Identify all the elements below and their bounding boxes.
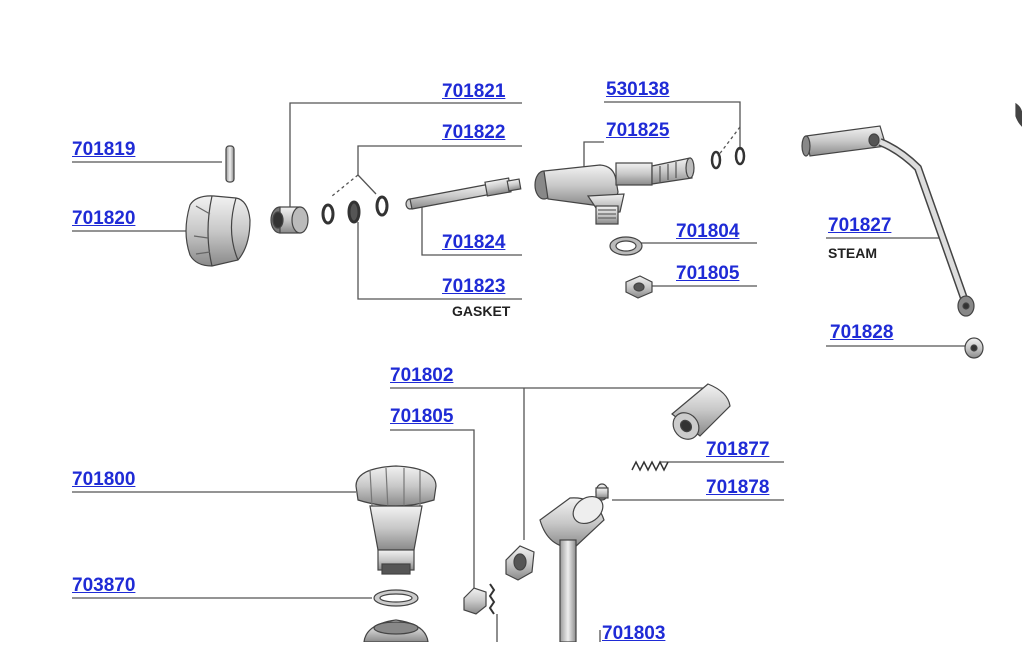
leader-701823 bbox=[357, 222, 522, 300]
bushing-701821-part bbox=[270, 206, 309, 234]
spindle-701824-part bbox=[405, 177, 522, 210]
tip-701828-part bbox=[964, 337, 984, 359]
label-701827[interactable]: 701827 bbox=[828, 215, 892, 236]
ring-703870-part bbox=[373, 589, 419, 607]
spring-701877-part bbox=[631, 460, 669, 472]
label-701820[interactable]: 701820 bbox=[72, 208, 136, 229]
label-701805-bottom[interactable]: 701805 bbox=[390, 406, 454, 427]
valve-701878-part bbox=[595, 483, 609, 501]
label-701828[interactable]: 701828 bbox=[830, 322, 894, 343]
valve-body-701825-part bbox=[534, 157, 695, 225]
caption-steam: STEAM bbox=[828, 245, 877, 261]
knob-701800-part bbox=[355, 465, 437, 575]
label-701824[interactable]: 701824 bbox=[442, 232, 506, 253]
caption-gasket: GASKET bbox=[452, 303, 511, 319]
leader-701824 bbox=[421, 205, 522, 256]
label-701877[interactable]: 701877 bbox=[706, 439, 770, 460]
edge-partial-part bbox=[1015, 102, 1022, 127]
base-partial-part bbox=[363, 619, 429, 643]
rings-530138-part bbox=[710, 146, 746, 170]
steam-pipe-701827-part bbox=[801, 125, 975, 317]
nut-701805-bottom-part bbox=[463, 583, 498, 642]
label-701804[interactable]: 701804 bbox=[676, 221, 740, 242]
leader-701822 bbox=[357, 145, 522, 175]
label-701802[interactable]: 701802 bbox=[390, 365, 454, 386]
label-701821[interactable]: 701821 bbox=[442, 81, 506, 102]
washer-701804-part bbox=[609, 236, 643, 256]
label-701805-top[interactable]: 701805 bbox=[676, 263, 740, 284]
leader-lines bbox=[72, 101, 968, 642]
orings-701822-part bbox=[321, 195, 389, 225]
label-703870[interactable]: 703870 bbox=[72, 575, 136, 596]
elbow-701803-part bbox=[539, 495, 605, 643]
union-nut-part bbox=[505, 545, 535, 581]
leader-701825 bbox=[583, 141, 604, 168]
leader-701802 bbox=[390, 387, 711, 398]
label-701878[interactable]: 701878 bbox=[706, 477, 770, 498]
nut-701805-top-part bbox=[625, 275, 653, 299]
label-701825[interactable]: 701825 bbox=[606, 120, 670, 141]
leader-530138 bbox=[604, 101, 741, 127]
label-701822[interactable]: 701822 bbox=[442, 122, 506, 143]
leader-701821 bbox=[289, 102, 522, 210]
label-701819[interactable]: 701819 bbox=[72, 139, 136, 160]
knob-701820-part bbox=[185, 195, 251, 267]
label-701800[interactable]: 701800 bbox=[72, 469, 136, 490]
label-701823[interactable]: 701823 bbox=[442, 276, 506, 297]
label-701803[interactable]: 701803 bbox=[602, 623, 666, 644]
label-530138[interactable]: 530138 bbox=[606, 79, 670, 100]
cap-701802-part bbox=[671, 383, 731, 440]
leader-701805-bottom bbox=[390, 429, 475, 590]
pin-701819-part bbox=[225, 145, 235, 183]
